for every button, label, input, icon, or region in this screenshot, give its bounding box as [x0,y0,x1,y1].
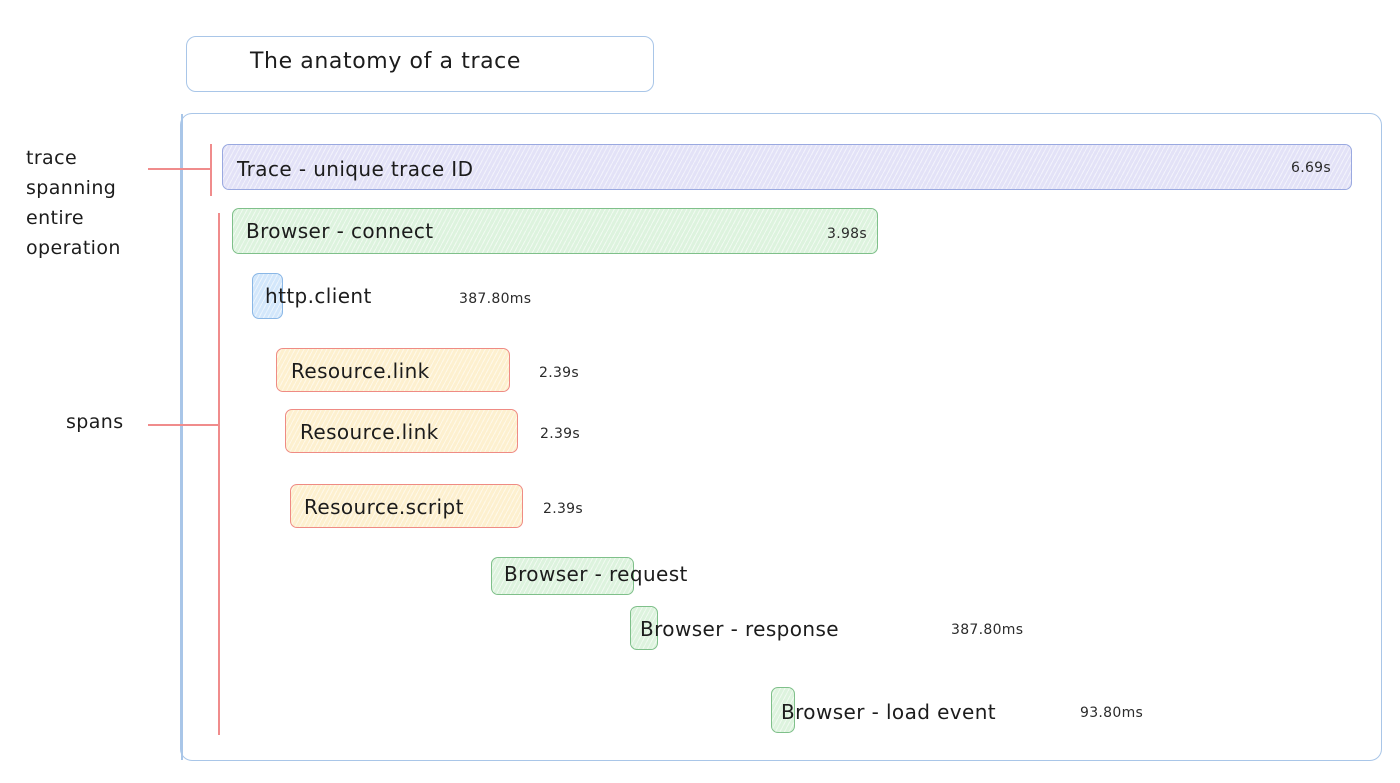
title-box [186,36,654,92]
browser-response-bar[interactable] [630,606,658,650]
resource-script-bar-duration: 2.39s [543,501,583,517]
browser-load-event-bar-label: Browser - load event [781,700,997,724]
http-client-bar-duration: 387.80ms [459,291,532,307]
spans-annotation-leader-line [148,424,218,426]
spans-annotation-bracket [218,213,220,735]
browser-connect-bar-label: Browser - connect [246,219,434,243]
trace-annotation-bracket [210,144,212,196]
resource-script-bar-label: Resource.script [304,495,464,519]
browser-response-bar-duration: 387.80ms [951,622,1024,638]
browser-load-event-bar-duration: 93.80ms [1080,705,1144,721]
container-left-guide [181,114,183,760]
resource-link-bar-1-duration: 2.39s [539,365,579,381]
resource-link-bar-2[interactable] [285,409,518,453]
resource-link-bar-2-duration: 2.39s [540,426,580,442]
resource-script-bar[interactable] [290,484,523,528]
trace-annotation-line-2: spanning [26,177,117,199]
browser-request-bar-label: Browser - request [504,562,688,586]
browser-connect-bar-duration: 3.98s [827,226,867,242]
trace-bar-duration: 6.69s [1291,160,1331,176]
trace-bar-label: Trace - unique trace ID [237,157,474,181]
browser-response-bar-label: Browser - response [640,617,840,641]
http-client-bar[interactable] [252,273,283,319]
trace-annotation-line-4: operation [26,237,121,259]
http-client-bar-label: http.client [265,284,372,308]
browser-connect-bar[interactable] [232,208,878,254]
resource-link-bar-2-label: Resource.link [300,420,439,444]
trace-annotation-line-3: entire [26,207,84,229]
resource-link-bar-1[interactable] [276,348,510,392]
resource-link-bar-1-label: Resource.link [291,359,430,383]
trace-annotation-line-1: trace [26,147,78,169]
trace-annotation-leader-line [148,168,210,170]
trace-annotation-label: trace spanning entire operation [26,143,121,263]
browser-request-bar[interactable] [491,557,634,595]
page-title: The anatomy of a trace [250,49,522,74]
spans-annotation-label: spans [66,411,124,433]
browser-load-event-bar[interactable] [771,687,795,733]
trace-bar[interactable] [222,144,1352,190]
